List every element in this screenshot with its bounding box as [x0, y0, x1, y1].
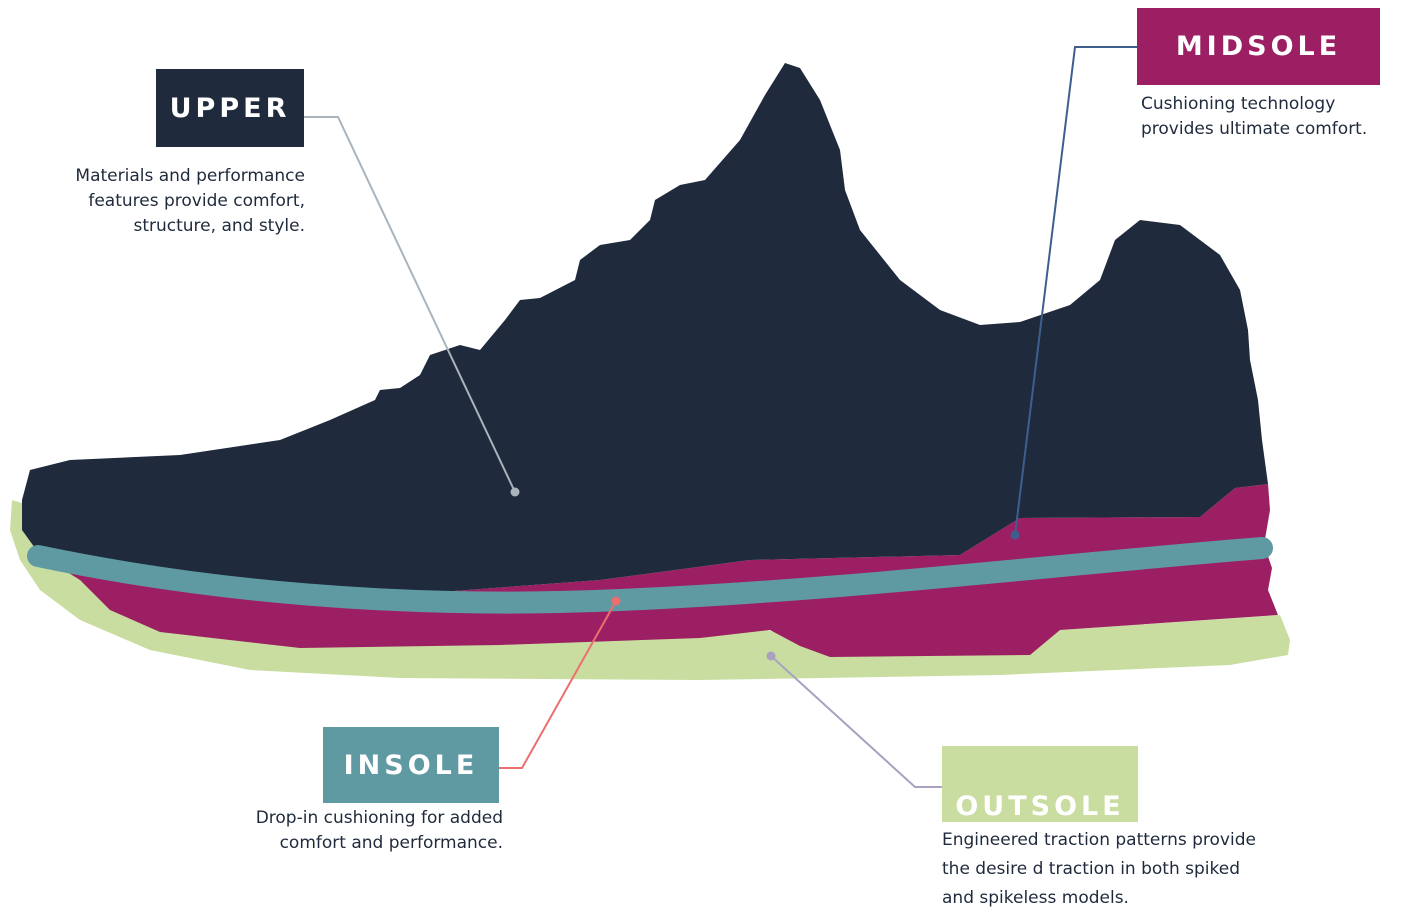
- upper-label: UPPER: [156, 69, 304, 147]
- outsole-description-line: the desire d traction in both spiked: [942, 859, 1240, 879]
- midsole-leader-line: [1014, 46, 1137, 536]
- midsole-leader-dot: [1010, 530, 1020, 540]
- midsole-description: Cushioning technology provides ultimate …: [1141, 92, 1367, 142]
- outsole-leader-dot: [766, 651, 776, 661]
- insole-description: Drop-in cushioning for added comfort and…: [256, 806, 503, 856]
- outsole-label: OUTSOLE: [942, 746, 1138, 822]
- upper-description-line: Materials and performance: [75, 166, 305, 186]
- outsole-description: Engineered traction patterns provide the…: [942, 826, 1256, 911]
- insole-description-line: comfort and performance.: [279, 833, 503, 853]
- upper-description-line: structure, and style.: [133, 216, 305, 236]
- insole-leader-line: [499, 600, 617, 769]
- midsole-description-line: Cushioning technology: [1141, 94, 1336, 114]
- insole-label: INSOLE: [323, 727, 499, 803]
- upper-shape: [22, 63, 1268, 595]
- midsole-description-line: provides ultimate comfort.: [1141, 119, 1368, 139]
- upper-description: Materials and performance features provi…: [75, 164, 305, 239]
- insole-leader-dot: [611, 596, 621, 606]
- outsole-leader-line: [770, 655, 942, 788]
- upper-leader-dot: [510, 487, 520, 497]
- insole-description-line: Drop-in cushioning for added: [255, 808, 503, 828]
- upper-description-line: features provide comfort,: [88, 191, 305, 211]
- outsole-description-line: and spikeless models.: [942, 888, 1129, 908]
- outsole-description-line: Engineered traction patterns provide: [942, 830, 1256, 850]
- midsole-shape: [40, 484, 1278, 657]
- upper-leader-line: [304, 116, 516, 493]
- midsole-label: MIDSOLE: [1137, 8, 1380, 85]
